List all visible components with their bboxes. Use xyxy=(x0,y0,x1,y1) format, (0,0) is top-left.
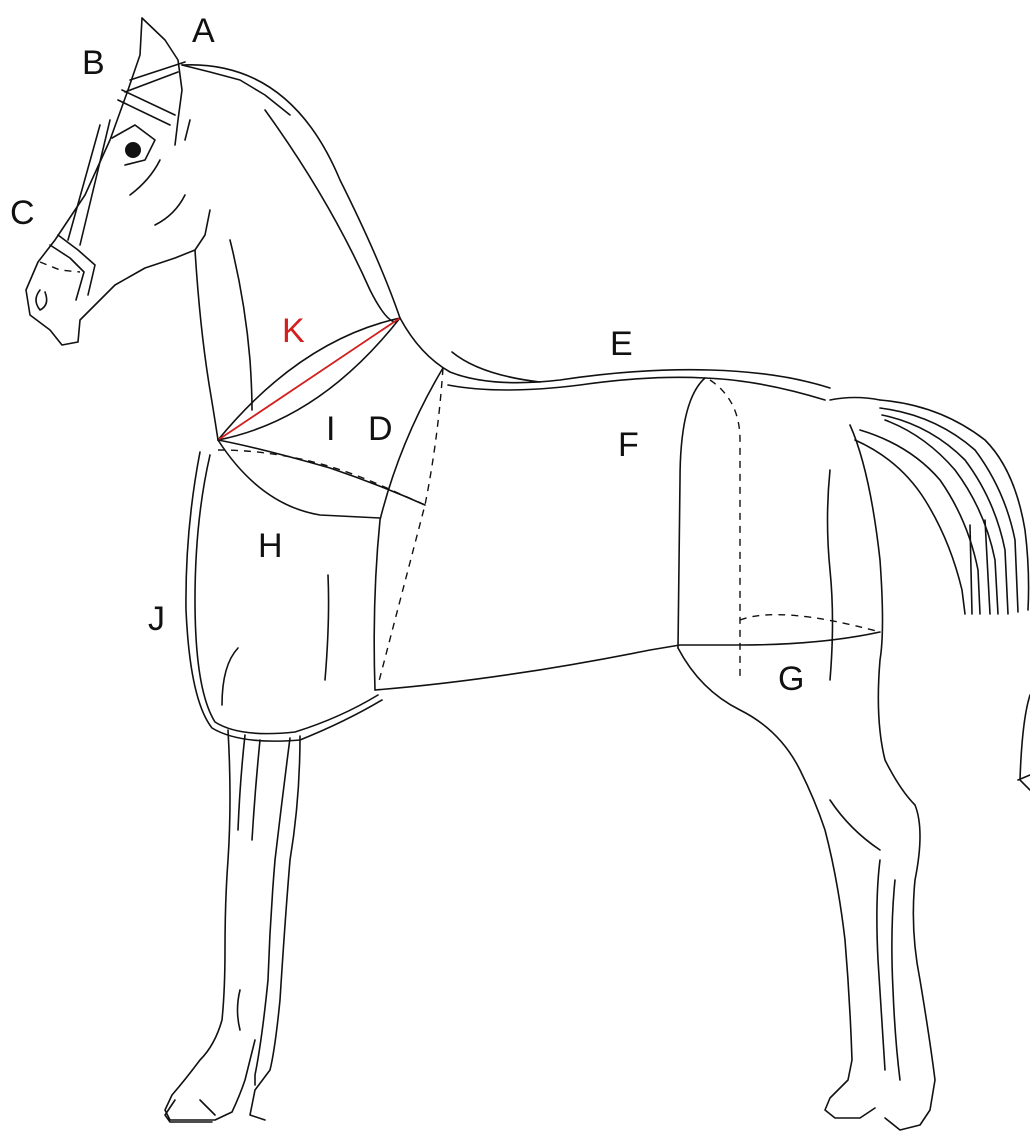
neck-outline xyxy=(182,65,400,440)
hind-legs xyxy=(678,398,935,1131)
label-a: A xyxy=(192,12,215,50)
body-outline xyxy=(374,318,880,690)
label-d: D xyxy=(368,410,393,448)
bridle xyxy=(40,62,185,300)
label-j: J xyxy=(148,600,165,638)
label-h: H xyxy=(258,527,283,565)
label-c: C xyxy=(10,194,35,232)
label-e: E xyxy=(610,325,633,363)
label-k: K xyxy=(282,312,305,350)
label-i: I xyxy=(326,410,335,448)
front-legs xyxy=(165,730,300,1122)
head-outline xyxy=(26,18,290,345)
label-g: G xyxy=(778,660,804,698)
label-b: B xyxy=(82,44,105,82)
eye-icon xyxy=(125,142,141,158)
label-f: F xyxy=(618,426,639,464)
